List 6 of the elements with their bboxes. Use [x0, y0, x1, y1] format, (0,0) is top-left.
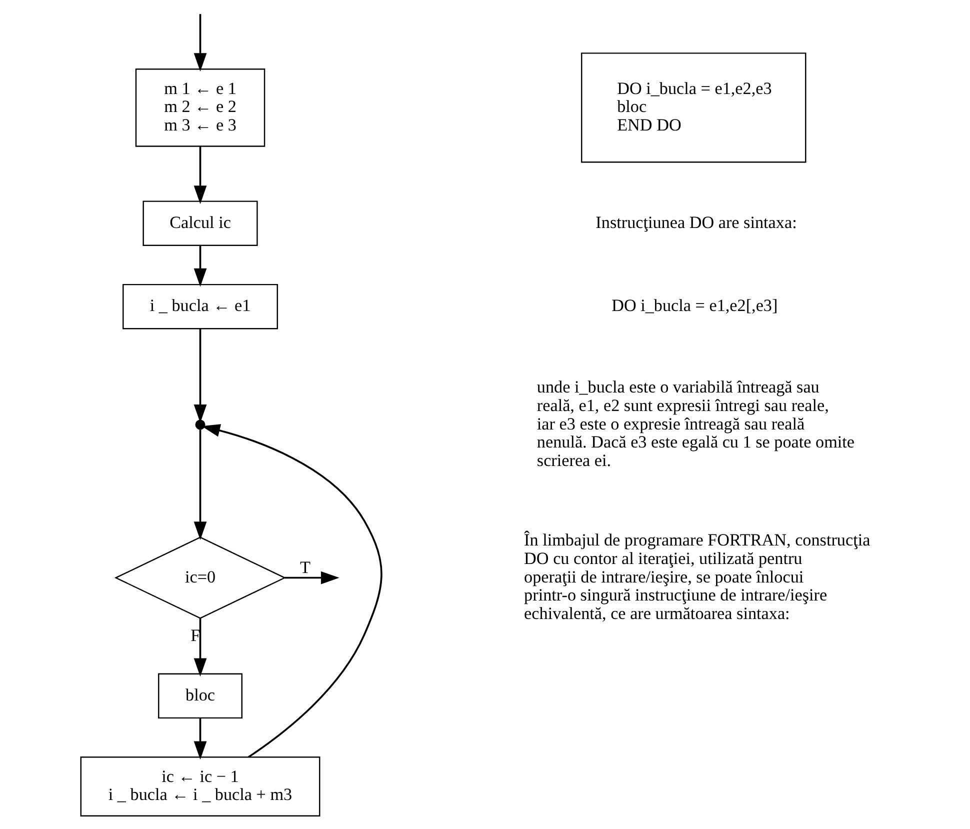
label: unde i_bucla este o variabilă întreagă sau reală, e1, e2 sunt expresii întregi sau reale, iar e3 este o expresie întreagă sau reală nenulă. Dacă e3 este egală cu 1 se poate omite scrierea ei.	[536, 378, 854, 470]
edge-label: F	[190, 626, 200, 646]
label: În limbajul de programare FORTRAN, construcţia DO cu contor al iteraţiei, utilizată pentru operaţii de intrare/ieşire, se poate înlocui printr-o singură instrucţiune de intrare/ieşire echivalentă, ce are următoarea sintaxa:	[524, 530, 870, 624]
label: Instrucţiunea DO are sintaxa:	[595, 212, 796, 232]
edge-label: T	[299, 558, 310, 578]
label: DO i_bucla = e1,e2[,e3]	[611, 296, 778, 316]
